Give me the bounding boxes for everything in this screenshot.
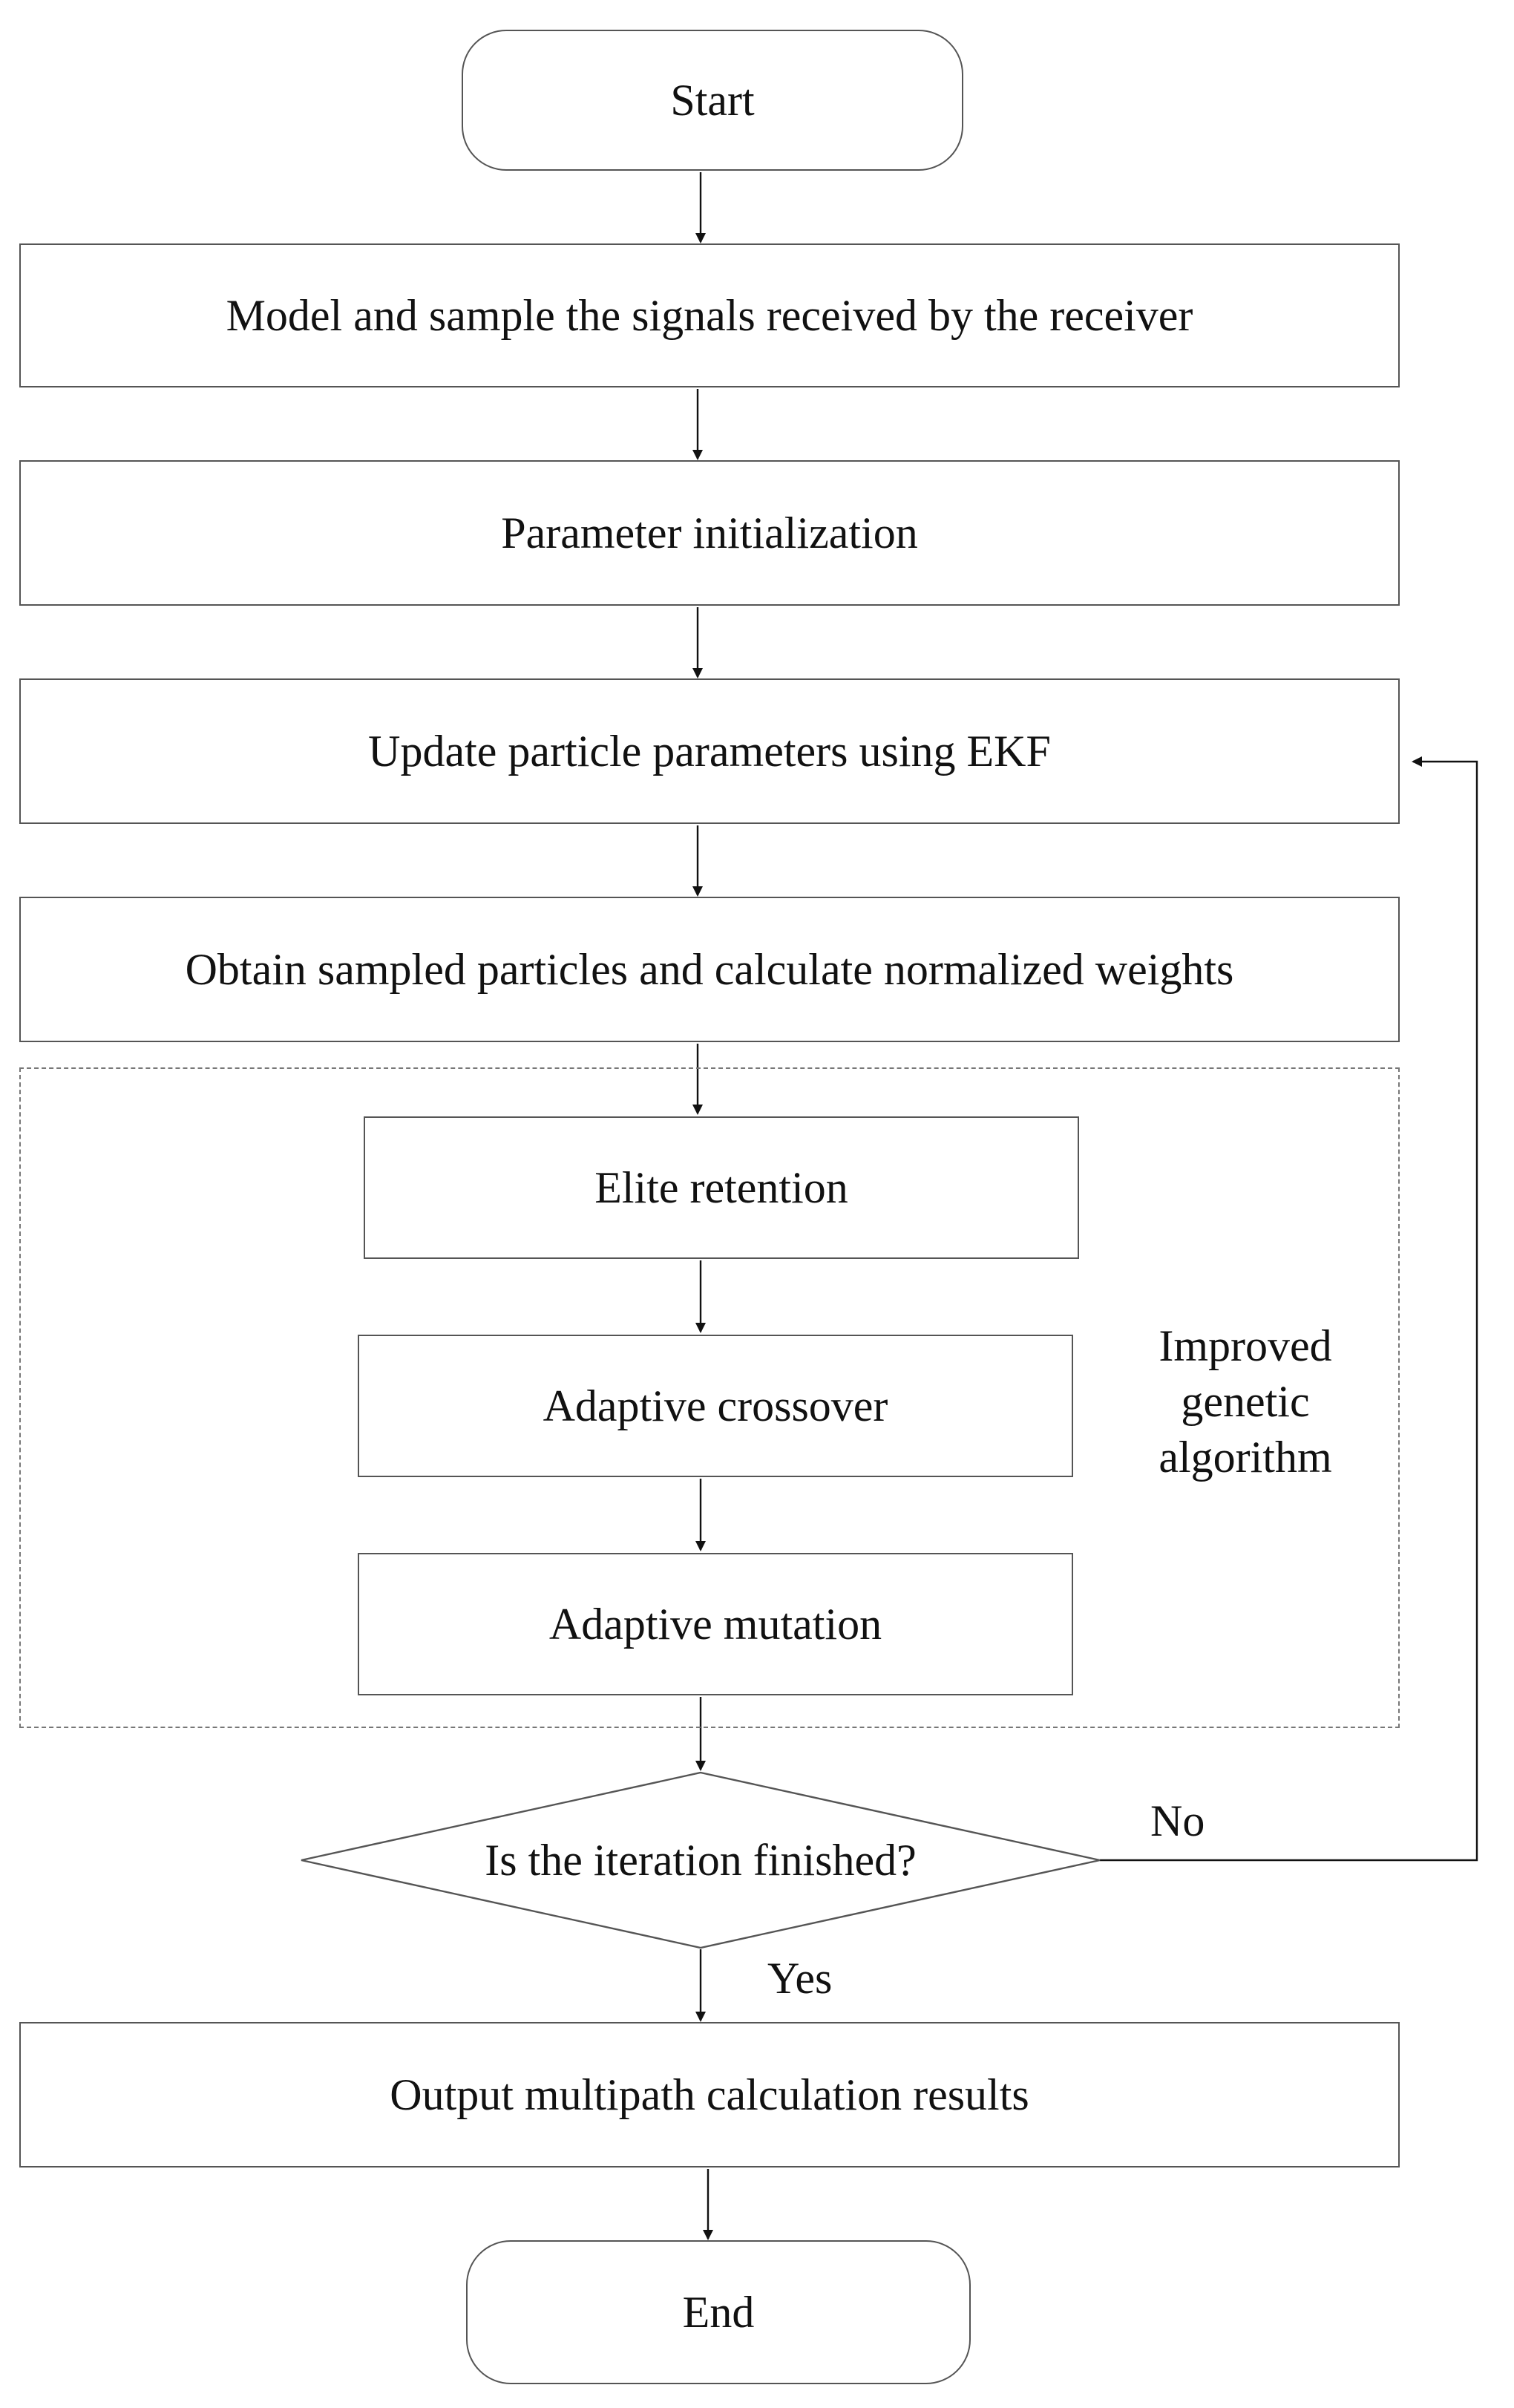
step-adaptive-crossover-label: Adaptive crossover <box>543 1381 888 1430</box>
genetic-group-label: Improved genetic algorithm <box>1112 1318 1379 1485</box>
step-parameter-initialization: Parameter initialization <box>19 460 1400 606</box>
start-terminal: Start <box>462 30 963 171</box>
step-parameter-initialization-label: Parameter initialization <box>501 508 918 557</box>
genetic-group-label-line-3: algorithm <box>1159 1433 1332 1482</box>
step-update-ekf: Update particle parameters using EKF <box>19 678 1400 824</box>
step-adaptive-mutation-label: Adaptive mutation <box>548 1600 882 1649</box>
decision-question-label: Is the iteration finished? <box>485 1835 917 1885</box>
decision-question: Is the iteration finished? <box>383 1830 1018 1890</box>
step-obtain-weights: Obtain sampled particles and calculate n… <box>19 897 1400 1042</box>
step-update-ekf-label: Update particle parameters using EKF <box>368 727 1051 776</box>
genetic-group-label-line-2: genetic <box>1181 1377 1310 1426</box>
decision-yes-label: Yes <box>767 1954 833 2003</box>
genetic-group-label-line-1: Improved <box>1159 1321 1332 1370</box>
step-adaptive-crossover: Adaptive crossover <box>358 1335 1073 1477</box>
step-output-results-label: Output multipath calculation results <box>390 2070 1029 2119</box>
step-model-sample: Model and sample the signals received by… <box>19 243 1400 387</box>
end-terminal: End <box>466 2240 971 2384</box>
genetic-algorithm-group <box>19 1067 1400 1728</box>
step-output-results: Output multipath calculation results <box>19 2022 1400 2167</box>
start-label: Start <box>670 76 755 125</box>
step-model-sample-label: Model and sample the signals received by… <box>226 291 1193 340</box>
step-elite-retention-label: Elite retention <box>594 1163 848 1212</box>
loop-back-line-no <box>1100 756 1478 1862</box>
end-label: End <box>682 2288 755 2337</box>
decision-no-label: No <box>1150 1796 1205 1845</box>
step-obtain-weights-label: Obtain sampled particles and calculate n… <box>185 945 1234 994</box>
decision-diamond <box>301 1771 1101 1949</box>
step-elite-retention: Elite retention <box>364 1116 1079 1259</box>
step-adaptive-mutation: Adaptive mutation <box>358 1553 1073 1695</box>
